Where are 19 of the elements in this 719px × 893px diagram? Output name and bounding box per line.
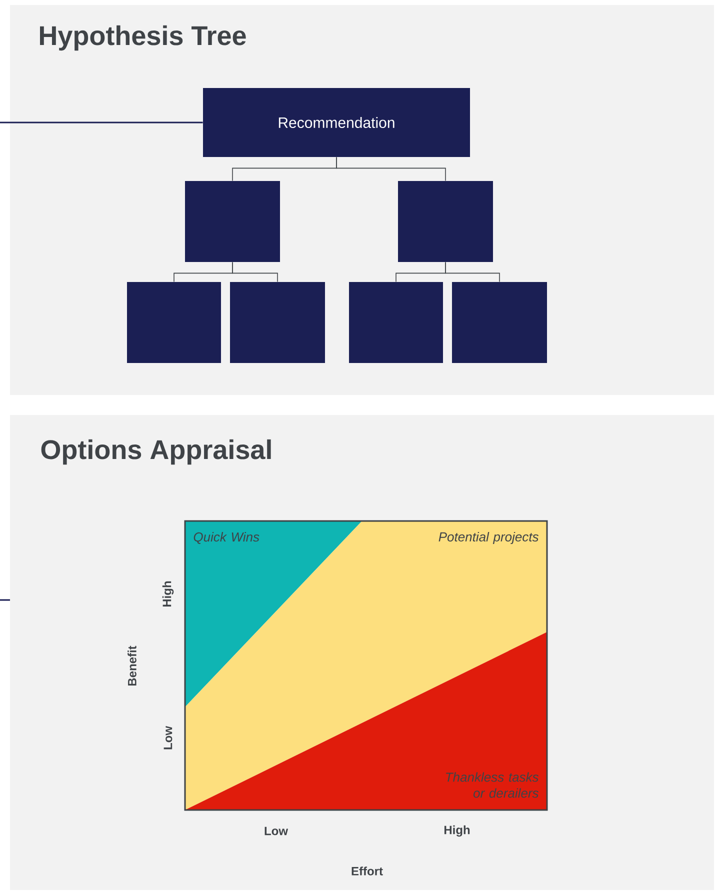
tree-box — [230, 282, 325, 363]
tree-box — [127, 282, 221, 363]
tree-box: Recommendation — [203, 88, 470, 157]
axis-label: High — [444, 825, 470, 837]
axis-title: Effort — [352, 866, 383, 876]
tree-box — [452, 282, 547, 363]
matrix-region: Quick Wins — [185, 521, 362, 707]
axis-label: Low — [264, 826, 288, 836]
axis-title: Benefit — [128, 646, 136, 686]
tree-box — [398, 181, 493, 262]
matrix-region: Thankless tasks or derailers — [185, 632, 547, 810]
connector-line — [0, 122, 203, 124]
axis-label: High — [162, 581, 174, 607]
tree-connector — [232, 262, 278, 282]
tree-box — [185, 181, 280, 262]
tree-connector — [336, 156, 446, 182]
axis-label: Low — [164, 726, 172, 750]
tree-connector — [445, 262, 500, 282]
tree-box — [349, 282, 443, 363]
